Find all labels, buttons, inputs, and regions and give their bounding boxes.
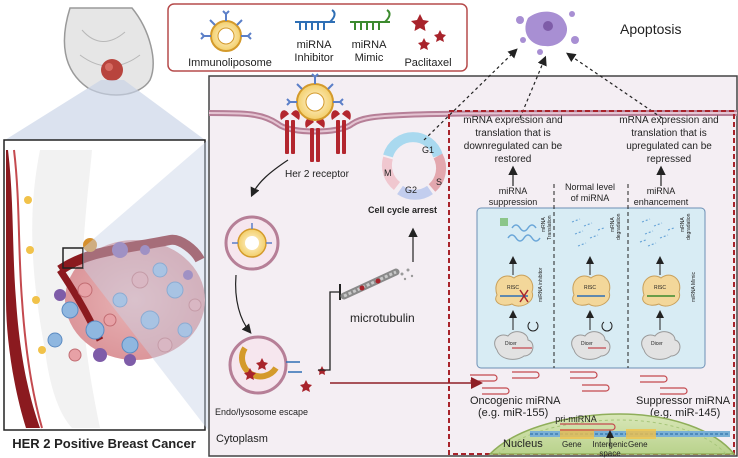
her2-receptor-label: Her 2 receptor (285, 169, 350, 180)
degradation-label-4: degradation (686, 213, 692, 240)
pri-mirna-transcript (560, 423, 616, 431)
microtubulin-label: microtubulin (350, 311, 415, 325)
dicer-label-3: Dicer (651, 341, 663, 347)
degradation-label-1: mRNA (610, 217, 616, 232)
mimic-label-1: miRNA (352, 39, 387, 51)
cycle-s-label: S (436, 177, 442, 187)
cell-cycle-ring (381, 132, 447, 200)
suppression-label-2: suppression (489, 197, 538, 207)
normal-label-1: Normal level (565, 182, 615, 192)
suppressor-example: (e.g. miR-145) (650, 407, 720, 419)
outcome-left-line-4: restored (495, 154, 532, 165)
inhibitor-vertical-label: miRNA inhibitor (538, 267, 544, 302)
cycle-g1-label: G1 (422, 145, 434, 155)
cytoplasm-label: Cytoplasm (216, 433, 268, 445)
outcome-right-line-4: repressed (647, 154, 691, 165)
apoptosis-arrows (423, 48, 663, 141)
zoom-box (62, 247, 84, 269)
nucleus-label: Nucleus (503, 438, 543, 450)
tumor-tissue (6, 149, 205, 429)
apoptosis-label: Apoptosis (620, 21, 681, 37)
column-suppression: mRNA Translation RISC miRNA inhibitor Di… (494, 215, 553, 360)
paclitaxel-inhibition-line (318, 291, 340, 371)
outcome-right-line-3: upregulated can be (626, 141, 712, 152)
tumor-caption: HER 2 Positive Breast Cancer (12, 436, 196, 451)
gene-label-1: Gene (562, 440, 582, 449)
risc-label-1: RISC (507, 285, 519, 291)
microtubulin-icon (340, 268, 414, 300)
mimic-label-2: Mimic (355, 52, 384, 64)
translation-label-2: Translation (547, 215, 553, 240)
outcome-right-line-1: mRNA expression and (619, 115, 719, 126)
dicer-label-1: Dicer (505, 341, 517, 347)
oncogenic-label: Oncogenic miRNA (470, 395, 561, 407)
mirna-mimic-icon (350, 9, 391, 30)
zoom-cone-top (5, 80, 205, 140)
immunoliposome-label: Immunoliposome (188, 57, 272, 69)
intergenic-label-2: space (599, 449, 621, 458)
mimic-vertical-label: miRNA Mimic (691, 272, 697, 302)
outcome-right-line-2: translation that is (631, 128, 707, 139)
enhancement-label-2: enhancement (634, 197, 689, 207)
dna-strand (530, 429, 730, 439)
gene-label-2: Gene (628, 440, 648, 449)
pri-mirna-label: pri-miRNA (555, 414, 597, 424)
hairpin-rnas (470, 371, 688, 395)
degradation-label-3: mRNA (680, 217, 686, 232)
lysosome-escape (228, 335, 327, 395)
column-normal: mRNA degradation RISC Dicer (571, 213, 622, 360)
cycle-m-label: M (384, 168, 392, 178)
intergenic-label-1: Intergenic (592, 440, 627, 449)
immunoliposome-at-membrane (286, 73, 344, 121)
enhancement-label-1: miRNA (647, 186, 676, 196)
cell-cycle-arrest-label: Cell cycle arrest (368, 205, 437, 215)
zoom-cone-right (83, 140, 208, 430)
escape-arrow (235, 274, 252, 334)
paclitaxel-label: Paclitaxel (404, 57, 451, 69)
risc-label-3: RISC (654, 285, 666, 291)
immunoliposome-legend-icon (200, 10, 252, 52)
endo-escape-label: Endo/lysosome escape (215, 407, 308, 417)
her2-receptors (280, 110, 351, 162)
dicer-label-2: Dicer (581, 341, 593, 347)
mirna-inhibitor-icon (295, 9, 336, 30)
outcome-left-line-1: mRNA expression and (463, 115, 563, 126)
suppressor-label: Suppressor miRNA (636, 395, 731, 407)
endosome (224, 215, 280, 271)
paclitaxel-icon (411, 14, 446, 50)
tumor-mass-icon (101, 59, 123, 81)
degradation-label-2: degradation (616, 213, 622, 240)
outcome-left-line-3: downregulated can be (464, 141, 563, 152)
inhibitor-label-1: miRNA (297, 39, 332, 51)
cycle-g2-label: G2 (405, 185, 417, 195)
risc-label-2: RISC (584, 285, 596, 291)
inhibitor-label-2: Inhibitor (294, 52, 333, 64)
normal-label-2: of miRNA (571, 193, 610, 203)
suppression-label-1: miRNA (499, 186, 528, 196)
apoptotic-cell-icon (516, 11, 579, 55)
legend-box (167, 3, 468, 72)
endocytosis-arrow (250, 159, 289, 198)
column-enhancement: mRNA degradation RISC miRNA Mimic Dicer (639, 213, 697, 360)
translation-label-1: mRNA (541, 217, 547, 232)
oncogenic-example: (e.g. miR-155) (478, 407, 548, 419)
blood-vessel (6, 150, 40, 428)
outcome-left-line-2: translation that is (475, 128, 551, 139)
